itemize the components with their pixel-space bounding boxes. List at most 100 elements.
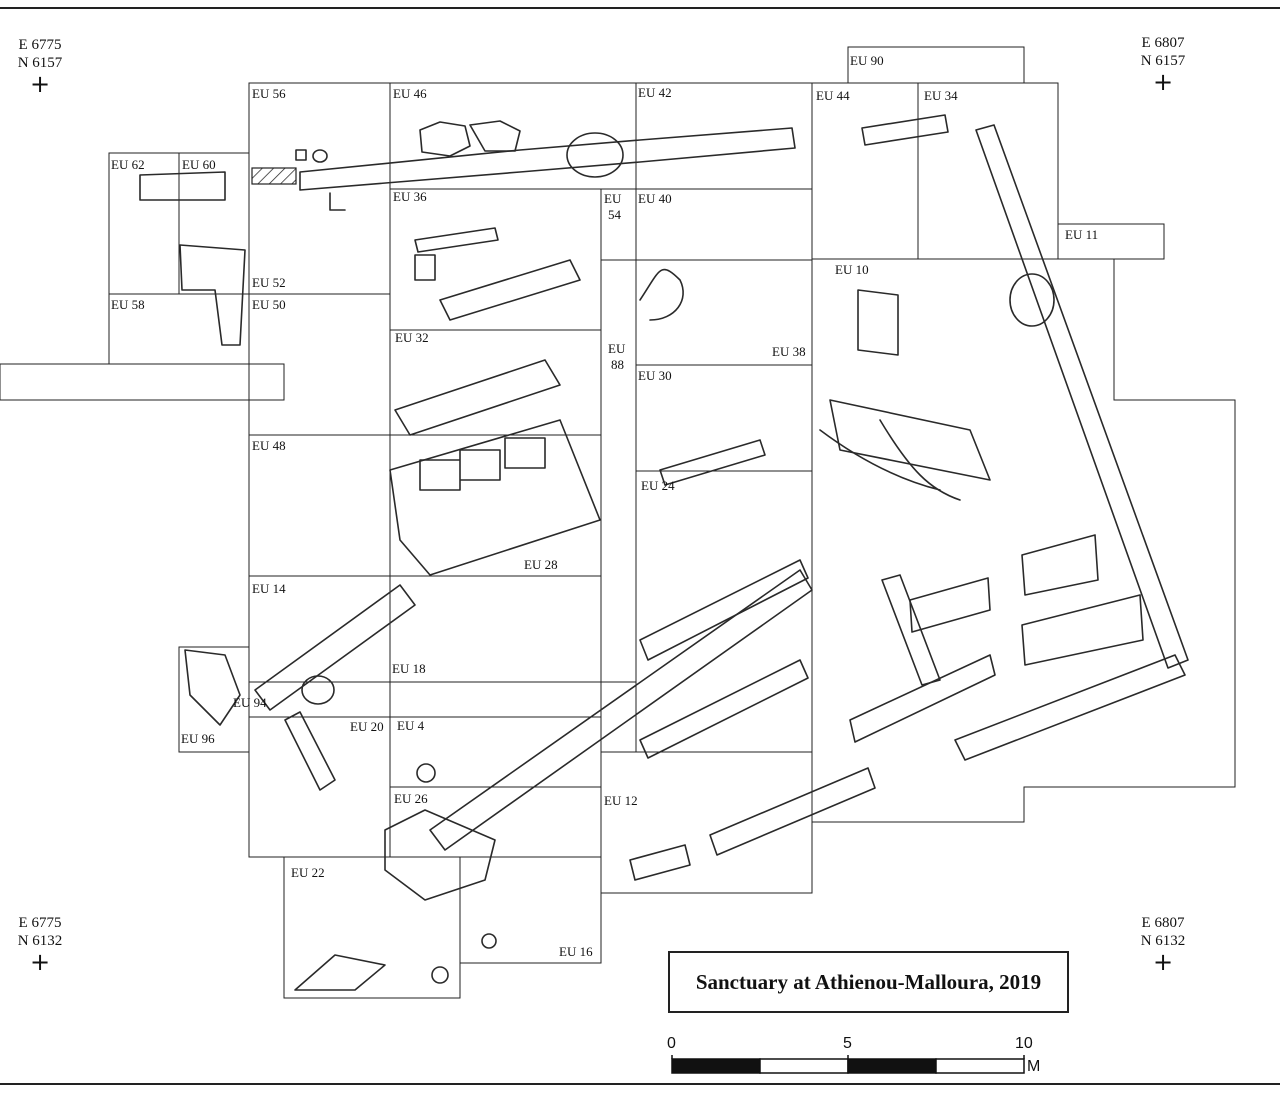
stone-cluster-eu96 bbox=[184, 649, 241, 726]
northing-label: N 6157 bbox=[1140, 53, 1186, 69]
corner-coord-ne: E 6807 N 6157 + bbox=[1123, 34, 1203, 94]
round-stone-eu4 bbox=[416, 763, 436, 783]
unit-label-eu38: EU 38 bbox=[772, 344, 806, 359]
easting-label: E 6807 bbox=[1141, 915, 1185, 931]
scale-unit: M bbox=[1027, 1058, 1041, 1075]
round-stone-eu94 bbox=[301, 675, 335, 705]
crosshair-icon: + bbox=[29, 948, 51, 976]
wall-eu12 bbox=[709, 767, 876, 856]
scale-bar bbox=[671, 1055, 1025, 1074]
unit-label-eu12: EU 12 bbox=[604, 793, 638, 808]
unit-label-eu60: EU 60 bbox=[182, 157, 216, 172]
unit-box bbox=[0, 363, 285, 401]
wall-south-diagonal-long bbox=[429, 569, 813, 851]
unit-label-eu96: EU 96 bbox=[181, 731, 215, 746]
unit-label-eu94: EU 94 bbox=[233, 695, 267, 710]
crosshair-icon: + bbox=[29, 70, 51, 98]
stone-block bbox=[295, 149, 307, 161]
unit-label-eu4: EU 4 bbox=[397, 718, 425, 733]
wall-eu24-b bbox=[639, 659, 809, 759]
unit-label-eu30: EU 30 bbox=[638, 368, 672, 383]
unit-box bbox=[389, 329, 602, 436]
crosshair-icon: + bbox=[1152, 68, 1174, 96]
wall-eu24-a bbox=[639, 559, 809, 661]
unit-label-eu11: EU 11 bbox=[1065, 227, 1098, 242]
stone-cluster-eu12 bbox=[629, 844, 691, 881]
unit-label-eu20: EU 20 bbox=[350, 719, 384, 734]
wall-ne-stub bbox=[861, 114, 949, 146]
unit-label-eu34: EU 34 bbox=[924, 88, 958, 103]
stone-cluster-eu10 bbox=[857, 289, 899, 356]
top-frame-line bbox=[0, 7, 1280, 9]
unit-label-eu32: EU 32 bbox=[395, 330, 429, 345]
wall-eu20 bbox=[284, 711, 336, 791]
unit-box bbox=[248, 716, 391, 858]
wall-west-upright bbox=[179, 244, 246, 346]
unit-label-eu46: EU 46 bbox=[393, 86, 427, 101]
unit-box bbox=[811, 82, 919, 260]
unit-box bbox=[389, 434, 602, 577]
easting-label: E 6775 bbox=[18, 915, 62, 931]
unit-label-eu18: EU 18 bbox=[392, 661, 426, 676]
edge-line bbox=[819, 419, 961, 501]
stone-cluster-eu32 bbox=[394, 359, 561, 436]
unit-boundary bbox=[811, 258, 1236, 823]
easting-label: E 6807 bbox=[1141, 35, 1185, 51]
scale-segment bbox=[847, 1058, 937, 1074]
unit-box bbox=[635, 470, 813, 753]
unit-box bbox=[178, 152, 250, 295]
round-stone bbox=[312, 149, 328, 163]
scale-tick-0: 0 bbox=[667, 1035, 676, 1052]
unit-label-eu50: EU 50 bbox=[252, 297, 286, 312]
unit-label-eu22: EU 22 bbox=[291, 865, 325, 880]
stone-row-eu36b bbox=[439, 259, 581, 321]
large-stone bbox=[566, 132, 624, 178]
stone-cluster-eu22 bbox=[294, 954, 386, 991]
scale-segment bbox=[759, 1058, 849, 1074]
wall-room-eu28 bbox=[389, 419, 601, 576]
unit-label-eu62: EU 62 bbox=[111, 157, 145, 172]
unit-box bbox=[600, 259, 637, 683]
wall-eu10-stones bbox=[829, 399, 991, 481]
edge-line bbox=[639, 268, 684, 321]
unit-label-eu26: EU 26 bbox=[394, 791, 428, 806]
unit-label-eu36: EU 36 bbox=[393, 189, 427, 204]
map-title: Sanctuary at Athienou-Malloura, 2019 bbox=[695, 969, 1042, 994]
wall-east-diagonal bbox=[975, 124, 1189, 669]
unit-label-eu56: EU 56 bbox=[252, 86, 286, 101]
unit-label-eu58: EU 58 bbox=[111, 297, 145, 312]
corner-coord-se: E 6807 N 6132 + bbox=[1123, 914, 1203, 974]
wall-features bbox=[139, 114, 1189, 991]
unit-label-eu88a: EU bbox=[608, 341, 626, 356]
bottom-frame-line bbox=[0, 1083, 1280, 1085]
unit-label-eu40: EU 40 bbox=[638, 191, 672, 206]
stone-cluster-eu30 bbox=[659, 439, 766, 486]
corner-coord-sw: E 6775 N 6132 + bbox=[0, 914, 80, 974]
wall-west-cluster bbox=[139, 171, 226, 201]
wall-inner-lower bbox=[849, 654, 996, 743]
unit-label-eu14: EU 14 bbox=[252, 581, 286, 596]
unit-label-eu10: EU 10 bbox=[835, 262, 869, 277]
unit-grid bbox=[0, 46, 1236, 999]
unit-label-eu90: EU 90 bbox=[850, 53, 884, 68]
wall-central-diagonal bbox=[254, 584, 416, 711]
northing-label: N 6132 bbox=[1140, 933, 1186, 949]
wall-north-long bbox=[299, 127, 796, 191]
wall-east-room-b bbox=[1021, 594, 1144, 666]
round-stone bbox=[431, 966, 449, 984]
unit-label-eu54a: EU bbox=[604, 191, 622, 206]
stone-row-eu36 bbox=[414, 227, 499, 253]
scale-tick-10: 10 bbox=[1015, 1035, 1033, 1052]
unit-label-eu24: EU 24 bbox=[641, 478, 675, 493]
round-stone bbox=[481, 933, 497, 949]
unit-label-eu88b: 88 bbox=[611, 357, 624, 372]
wall-inner-east bbox=[909, 577, 991, 633]
unit-label-eu48: EU 48 bbox=[252, 438, 286, 453]
stone-cluster-eu26 bbox=[384, 809, 496, 901]
unit-box bbox=[389, 575, 602, 718]
northing-label: N 6157 bbox=[17, 55, 63, 71]
stone-cluster-eu28 bbox=[419, 437, 546, 491]
unit-label-eu16: EU 16 bbox=[559, 944, 593, 959]
